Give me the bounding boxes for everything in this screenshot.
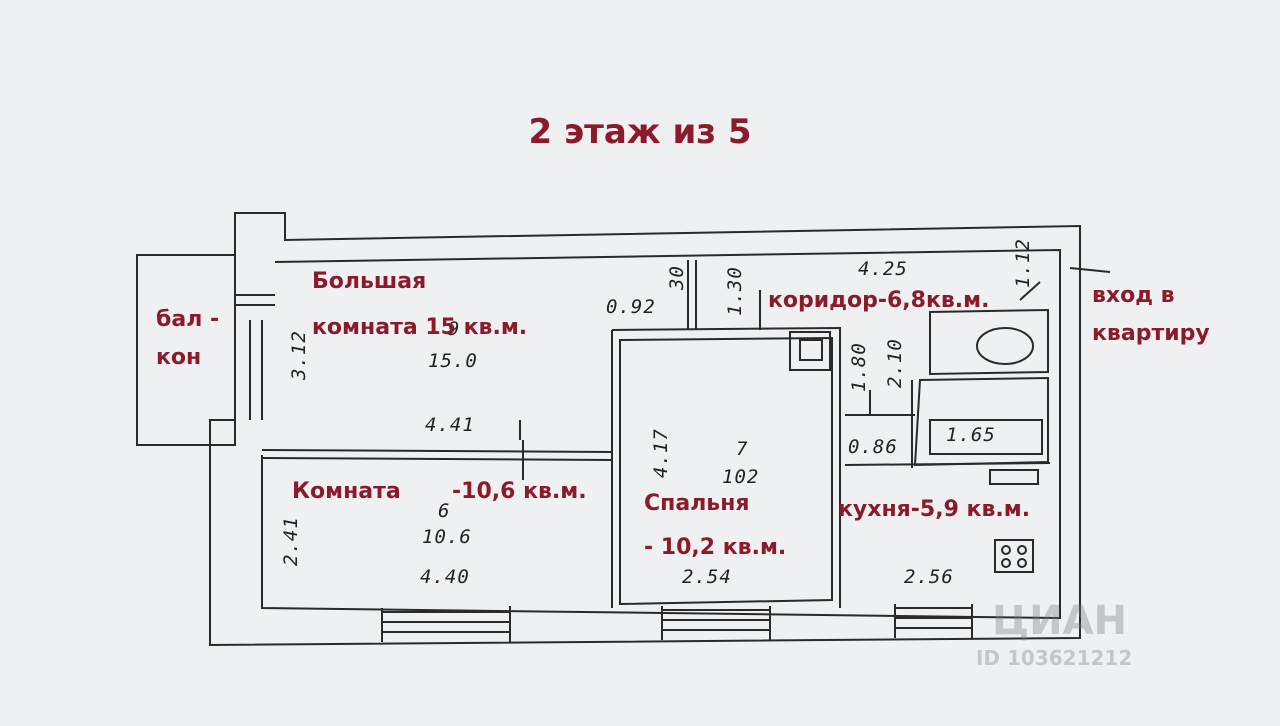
label-entrance-line2: квартиру [1092, 321, 1210, 346]
dim-425: 4.25 [858, 258, 908, 280]
dim-180: 1.80 [848, 342, 870, 392]
dim-312: 3.12 [288, 330, 310, 380]
label-balcony-line2: кон [156, 345, 202, 370]
room-number-6: 6 [438, 500, 451, 522]
dim-092: 0.92 [606, 296, 656, 318]
bathroom-outline [929, 308, 1049, 376]
label-big-room-line2: комната 15 кв.м. [312, 315, 528, 340]
watermark-id: ID 103621212 [976, 646, 1133, 670]
area-102: 102 [722, 466, 760, 488]
dim-210: 2.10 [884, 338, 906, 388]
watermark-brand: ЦИАН [992, 598, 1128, 644]
label-room-line1: Комната [292, 479, 401, 504]
wall-big-room-bottom [261, 449, 613, 453]
floor-title: 2 этаж из 5 [528, 112, 752, 152]
dim-165: 1.65 [946, 424, 996, 446]
area-106: 10.6 [422, 526, 472, 548]
label-kitchen: кухня-5,9 кв.м. [838, 497, 1031, 522]
label-balcony-line1: бал - [156, 307, 220, 332]
outer-wall [209, 212, 1081, 647]
area-150: 15.0 [428, 350, 478, 372]
label-room-line2: -10,6 кв.м. [452, 479, 587, 504]
inner-outer-wall [261, 248, 1061, 620]
window-kitchen [894, 604, 973, 638]
label-corridor: коридор-6,8кв.м. [768, 288, 990, 313]
dim-030: 30 [666, 265, 688, 290]
stove [994, 539, 1034, 573]
room-number-7: 7 [736, 438, 749, 460]
dim-112: 1.12 [1012, 238, 1034, 288]
dim-086: 0.86 [848, 436, 898, 458]
balcony-outline [136, 254, 236, 446]
label-bedroom-line1: Спальня [644, 491, 750, 516]
label-bedroom-line2: - 10,2 кв.м. [644, 535, 787, 560]
label-entrance-line1: вход в [1092, 283, 1175, 308]
label-big-room-line1: Большая [312, 269, 427, 294]
dim-256: 2.56 [904, 566, 954, 588]
dim-130: 1.30 [724, 266, 746, 316]
window-room [381, 606, 511, 642]
dim-254: 2.54 [682, 566, 732, 588]
dim-241: 2.41 [280, 516, 302, 566]
dim-417: 4.17 [650, 428, 672, 478]
window-bedroom [661, 606, 771, 640]
dim-440: 4.40 [420, 566, 470, 588]
dim-441: 4.41 [425, 414, 475, 436]
room-number-9: 9 [448, 318, 461, 340]
